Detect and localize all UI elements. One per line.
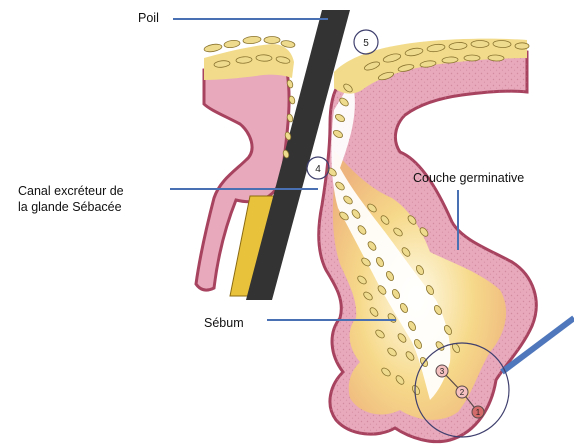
sebum-cell xyxy=(224,39,241,48)
sebum-cell xyxy=(256,55,272,62)
marker-3-label: 3 xyxy=(440,367,445,376)
label-sebum: Sébum xyxy=(204,315,244,331)
marker-5-label: 5 xyxy=(363,38,369,49)
sebum-cell xyxy=(493,40,511,48)
sebum-cell xyxy=(471,41,489,48)
sebum-cell xyxy=(264,37,280,44)
sebum-cell xyxy=(243,36,262,45)
marker-2-label: 2 xyxy=(460,388,465,397)
marker-1-label: 1 xyxy=(476,408,481,417)
label-canal-excreteur: Canal excréteur de la glande Sébacée xyxy=(18,183,124,215)
sebum-cell xyxy=(488,55,504,62)
sebum-cell xyxy=(204,43,223,53)
label-canal-line-1: Canal excréteur de xyxy=(18,183,124,199)
sebum-cell xyxy=(515,43,529,49)
label-poil: Poil xyxy=(138,10,159,26)
label-canal-line-2: la glande Sébacée xyxy=(18,199,124,215)
sebum-cell xyxy=(464,55,480,61)
label-couche-germinative: Couche germinative xyxy=(413,170,524,186)
marker-4-label: 4 xyxy=(315,164,321,175)
